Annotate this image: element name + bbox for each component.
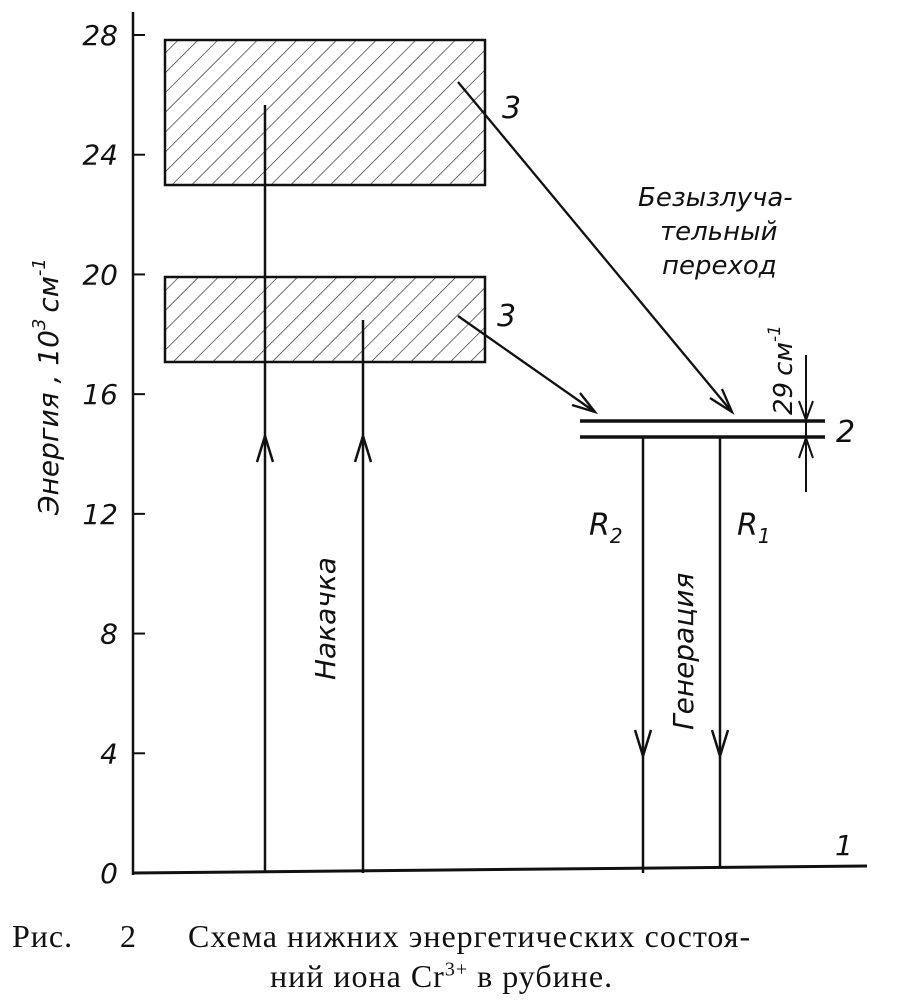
y-tick-label: 24 xyxy=(82,139,118,172)
r2-label: R2 xyxy=(589,508,623,548)
svg-text:тельный: тельный xyxy=(660,217,778,247)
y-axis-ticks: 0 4 8 12 16 20 24 28 xyxy=(82,19,145,890)
lower-absorption-band xyxy=(163,275,487,364)
y-tick-label: 12 xyxy=(82,498,118,531)
splitting-label: 29см-1 xyxy=(765,325,799,415)
generation-arrowhead-r2 xyxy=(633,729,653,761)
caption-text-line1: Схема нижних энергетических состоя- xyxy=(188,918,752,954)
y-tick-label: 20 xyxy=(82,258,118,291)
metastable-level-label: 2 xyxy=(836,415,855,450)
figure-number: 2 xyxy=(120,918,137,954)
upper-band-label: 3 xyxy=(502,91,521,126)
svg-text:Энергия , 103см-1: Энергия , 103см-1 xyxy=(29,258,65,516)
splitting-arrowhead-bottom xyxy=(798,434,814,459)
y-tick-label: 28 xyxy=(82,19,118,52)
nonradiative-arrowhead-lower xyxy=(571,392,599,415)
y-tick-label: 4 xyxy=(100,737,118,770)
nonradiative-transition-label: Безызлуча- тельный переход xyxy=(638,183,793,281)
y-tick-label: 8 xyxy=(100,618,118,651)
svg-text:Генерация: Генерация xyxy=(667,573,700,730)
caption-text-line2: ний иона Cr3+ в рубине. xyxy=(270,958,614,994)
ground-level-label: 1 xyxy=(835,829,853,862)
y-tick-label: 0 xyxy=(100,857,118,890)
lower-band-label: 3 xyxy=(497,299,516,334)
y-axis-label: Энергия , 103см-1 xyxy=(29,258,65,516)
splitting-arrowhead-top xyxy=(798,400,814,423)
svg-text:Безызлуча-: Безызлуча- xyxy=(638,183,793,213)
figure-label: Рис. xyxy=(12,918,74,954)
r1-label: R1 xyxy=(737,508,771,548)
pump-label: Накачка xyxy=(309,557,342,680)
ground-level-line xyxy=(132,864,868,875)
nonradiative-arrowhead-upper xyxy=(709,388,735,415)
pump-arrowhead-upper xyxy=(255,431,275,463)
svg-text:29см-1: 29см-1 xyxy=(765,325,799,415)
generation-label: Генерация xyxy=(667,573,700,730)
generation-arrowhead-r1 xyxy=(710,729,730,761)
pump-arrowhead-lower xyxy=(353,431,373,463)
y-tick-label: 16 xyxy=(82,378,118,411)
upper-absorption-band xyxy=(163,38,487,187)
svg-text:Накачка: Накачка xyxy=(309,557,342,680)
nonradiative-arrow-lower xyxy=(457,315,596,413)
nonradiative-arrow-upper xyxy=(457,81,733,413)
svg-text:переход: переход xyxy=(662,251,777,281)
